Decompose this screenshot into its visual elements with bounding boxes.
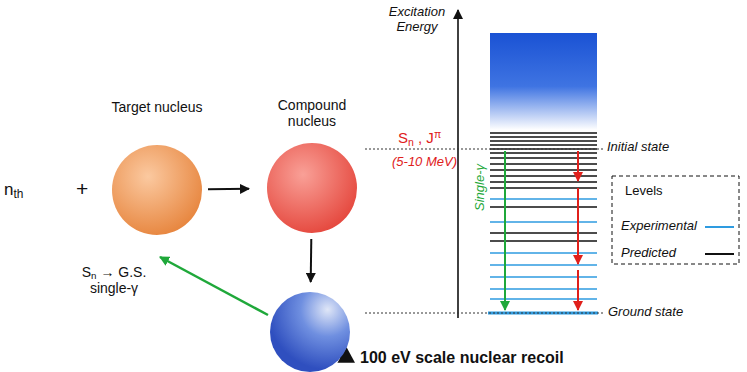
nucleus-sphere bbox=[267, 143, 357, 233]
nucleus-sphere bbox=[270, 292, 350, 372]
predicted-level bbox=[490, 157, 597, 159]
transition-label: Sn → G.S. single-γ bbox=[68, 264, 160, 296]
nucleus-circle: Compound nucleus bbox=[267, 143, 357, 233]
subscript: n bbox=[408, 136, 414, 148]
transition-label: Single-γ bbox=[473, 155, 488, 219]
nucleus-sphere bbox=[112, 145, 202, 235]
level-label: Initial state bbox=[607, 140, 669, 155]
predicted-level bbox=[490, 175, 597, 177]
nucleus-label: Target nucleus bbox=[107, 99, 207, 115]
predicted-level bbox=[490, 132, 597, 134]
predicted-level bbox=[490, 140, 597, 142]
energy-range: (5-10 MeV) bbox=[392, 155, 457, 170]
gamma-emission-arrow bbox=[160, 257, 268, 315]
reaction-arrow bbox=[208, 188, 249, 191]
predicted-level bbox=[490, 232, 597, 234]
superscript: π bbox=[434, 128, 441, 140]
predicted-level bbox=[490, 240, 597, 242]
subscript: th bbox=[13, 187, 23, 201]
legend-swatch bbox=[705, 226, 734, 228]
subscript: n bbox=[91, 270, 96, 281]
nucleus-circle: 100 eV scale nuclear recoil bbox=[270, 292, 350, 372]
continuum-band bbox=[490, 33, 597, 130]
state-label: Sn , Jπ bbox=[398, 129, 441, 146]
experimental-levels bbox=[490, 199, 597, 299]
energy-axis bbox=[457, 10, 459, 318]
cascade-arrow bbox=[577, 151, 579, 181]
cascade-arrow bbox=[577, 188, 579, 264]
experimental-level bbox=[490, 288, 597, 290]
predicted-level bbox=[490, 136, 597, 138]
reaction-arrow bbox=[310, 239, 313, 282]
predicted-level bbox=[490, 181, 597, 183]
predicted-level bbox=[490, 169, 597, 171]
predicted-level bbox=[490, 152, 597, 154]
legend-box bbox=[612, 176, 739, 264]
legend-title: Levels bbox=[625, 184, 663, 199]
plus-sign: + bbox=[76, 177, 88, 201]
predicted-level bbox=[490, 144, 597, 146]
level-label: Ground state bbox=[608, 305, 683, 320]
experimental-level bbox=[490, 221, 597, 223]
neutron-symbol: nth bbox=[4, 180, 23, 200]
experimental-level bbox=[490, 198, 597, 200]
cascade-arrow bbox=[577, 270, 579, 310]
legend-entry: Predicted bbox=[621, 246, 676, 261]
single-gamma-arrow bbox=[504, 151, 506, 310]
nucleus-shape bbox=[270, 292, 350, 372]
nucleus-label: 100 eV scale nuclear recoil bbox=[360, 349, 564, 367]
legend-entry: Experimental bbox=[621, 219, 697, 234]
legend-swatch bbox=[705, 253, 734, 255]
predicted-level bbox=[490, 163, 597, 165]
nucleus-shape bbox=[267, 143, 357, 233]
predicted-level bbox=[490, 206, 597, 208]
nucleus-label: Compound nucleus bbox=[262, 97, 362, 129]
nucleus-shape bbox=[112, 145, 202, 235]
experimental-level bbox=[490, 264, 597, 266]
experimental-level bbox=[490, 298, 597, 300]
experimental-level bbox=[490, 276, 597, 278]
nucleus-circle: Target nucleus bbox=[112, 145, 202, 235]
dashed-guide bbox=[365, 149, 603, 150]
axis-title: Excitation Energy bbox=[378, 5, 456, 35]
predicted-level bbox=[490, 187, 597, 189]
experimental-level bbox=[490, 252, 597, 254]
dashed-guide bbox=[365, 313, 603, 314]
